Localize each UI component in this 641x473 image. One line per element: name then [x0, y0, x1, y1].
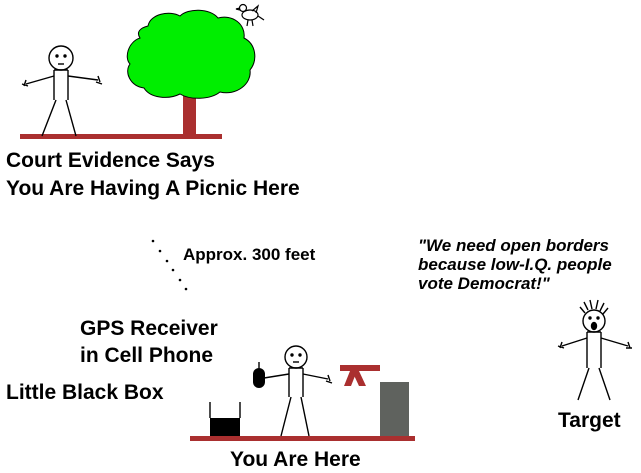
distance-label: Approx. 300 feet [183, 245, 316, 264]
bird-icon [235, 3, 265, 27]
tree-icon [126, 9, 256, 138]
quote-line3: vote Democrat!" [418, 274, 550, 293]
picnic-ground-line [20, 134, 222, 139]
cell-phone-icon [253, 362, 265, 388]
little-black-box-label: Little Black Box [6, 381, 164, 404]
quote-line2: because low-I.Q. people [418, 255, 612, 274]
here-ground-line [190, 436, 415, 441]
picnic-person-stick-figure-icon [21, 45, 103, 137]
distance-dotted-line [151, 239, 188, 291]
picnic-evidence-line2: You Are Having A Picnic Here [6, 177, 300, 200]
gps-label-line1: GPS Receiver [80, 317, 218, 340]
picnic-evidence-line1: Court Evidence Says [6, 149, 215, 172]
gps-label-line2: in Cell Phone [80, 344, 214, 367]
picnic-table-icon [340, 365, 380, 386]
you-stick-figure-icon [263, 345, 333, 437]
gray-building-box [380, 382, 409, 436]
target-stick-figure-icon [557, 299, 632, 401]
you-are-here-label: You Are Here [230, 448, 361, 471]
target-label: Target [558, 409, 621, 432]
quote-line1: "We need open borders [418, 236, 610, 255]
little-black-box-icon [209, 402, 241, 436]
